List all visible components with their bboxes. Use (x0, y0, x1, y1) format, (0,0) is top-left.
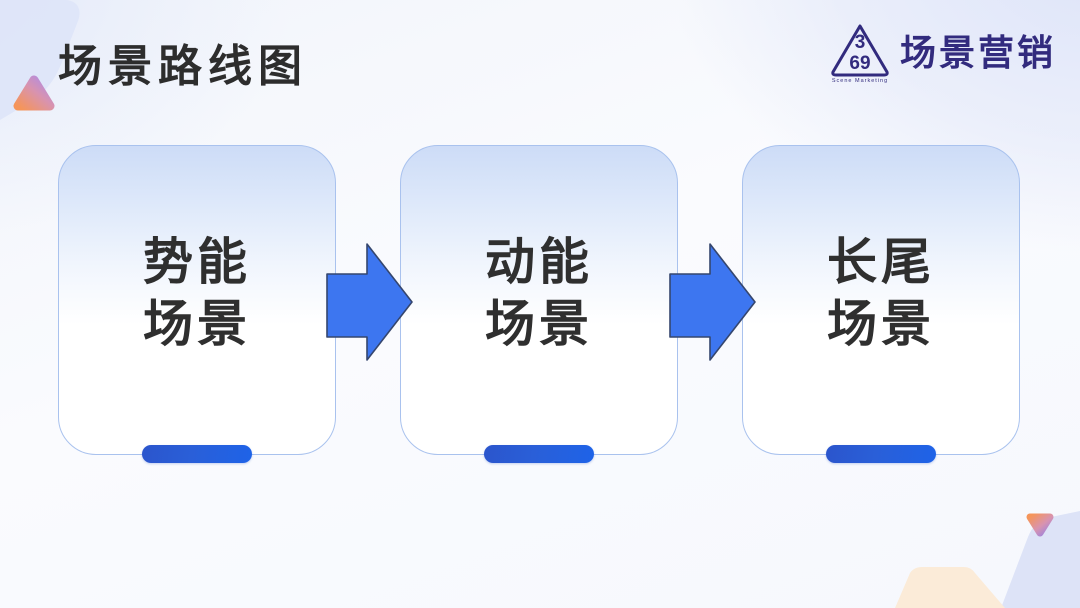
card-label-line1: 长尾 (827, 234, 935, 290)
card-label-line2: 场景 (485, 296, 593, 352)
card-label-line2: 场景 (827, 296, 935, 352)
top-left-blob (0, 0, 80, 120)
card-kinetic-scene: 动能 场景 (400, 145, 678, 463)
brand-name: 场景营销 (899, 32, 1056, 73)
card-potential-scene: 势能 场景 (58, 145, 336, 463)
card-bottom-pill (484, 445, 594, 463)
card-label-line1: 动能 (485, 234, 593, 290)
logo-digits-69: 69 (849, 53, 870, 74)
card-label: 动能 场景 (401, 146, 677, 454)
gradient-triangle-down-icon (1026, 513, 1054, 537)
card-label-line1: 势能 (143, 234, 251, 290)
right-block-arrow-icon (669, 243, 756, 361)
page-title: 场景路线图 (58, 42, 308, 91)
card-bottom-pill (826, 445, 936, 463)
right-block-arrow-icon (326, 243, 413, 361)
card-longtail-scene: 长尾 场景 (742, 145, 1020, 463)
card-label: 势能 场景 (59, 146, 335, 454)
logo-tagline: Scene Marketing (832, 78, 888, 84)
logo-digit-3: 3 (855, 32, 866, 53)
bottom-right-hexagon (1001, 511, 1080, 608)
card-label: 长尾 场景 (743, 146, 1019, 454)
card-label-line2: 场景 (143, 296, 251, 352)
bottom-peach-shape (895, 567, 1005, 608)
triangle-369-logo-icon: 3 69 Scene Marketing (831, 24, 889, 84)
brand-logo: 3 69 Scene Marketing 场景营销 (828, 22, 1056, 84)
gradient-triangle-up-icon (13, 75, 55, 111)
card-bottom-pill (142, 445, 252, 463)
